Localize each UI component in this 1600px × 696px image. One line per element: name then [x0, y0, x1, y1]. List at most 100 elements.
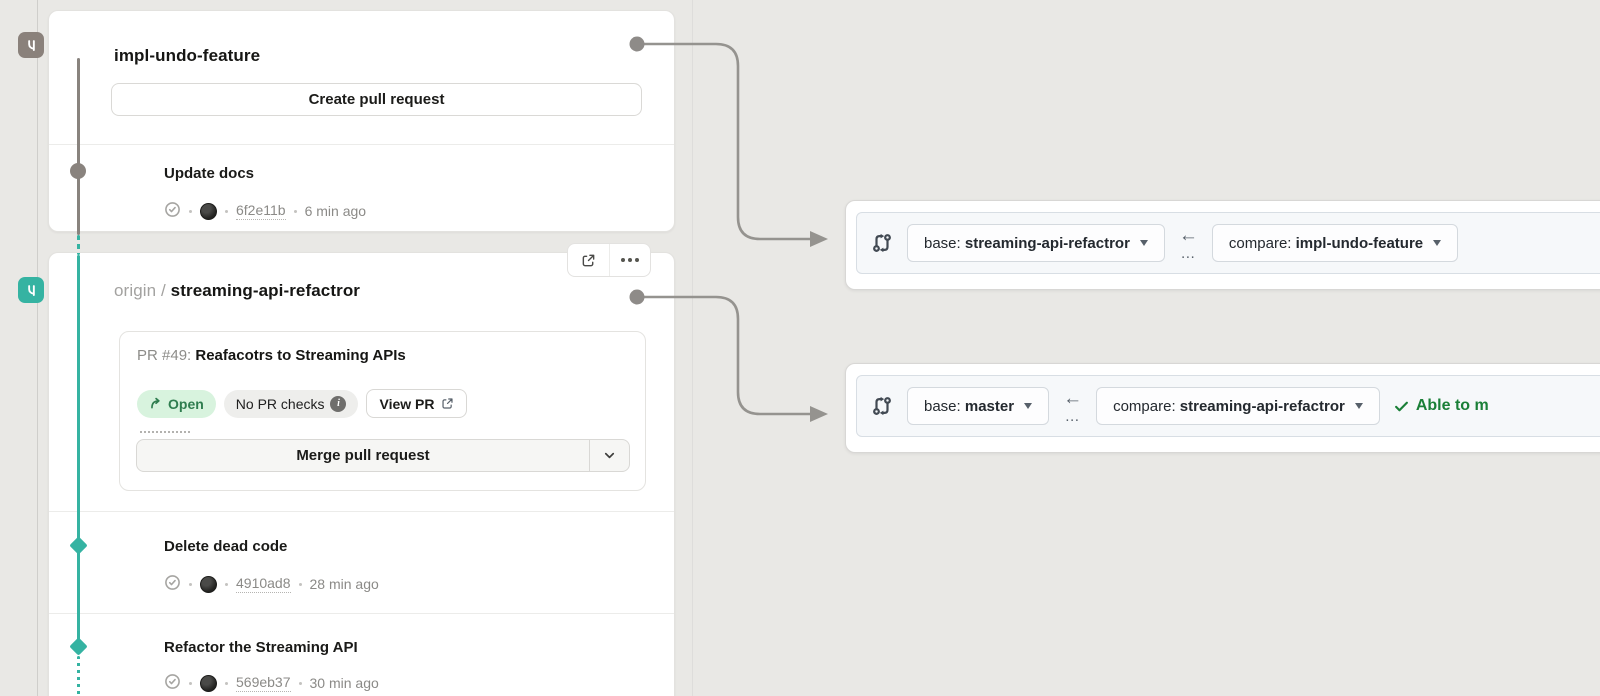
git-compare-icon — [873, 396, 891, 416]
more-options-button[interactable] — [608, 244, 651, 276]
branch-name-text: streaming-api-refactror — [170, 281, 361, 300]
base-branch-name: master — [964, 397, 1015, 415]
base-branch-dropdown[interactable]: base: streaming-api-refactror — [907, 224, 1165, 262]
branch-name[interactable]: impl-undo-feature — [114, 46, 261, 65]
external-link-icon — [442, 398, 454, 409]
commit-hash-link[interactable]: 6f2e11b — [236, 202, 286, 220]
kebab-menu-icon — [620, 258, 639, 262]
commit-hash-link[interactable]: 569eb37 — [236, 674, 291, 692]
lane-right-border — [692, 0, 693, 696]
commit-line-teal-dashed — [77, 235, 80, 255]
external-link-icon — [582, 254, 595, 266]
commit-meta: 6f2e11b 6 min ago — [164, 201, 366, 221]
compare-range-box: base: master ← … compare: streaming-api-… — [856, 375, 1600, 437]
range-dots: … — [1180, 244, 1197, 262]
commit-meta: 4910ad8 28 min ago — [164, 574, 379, 594]
commit-time: 30 min ago — [309, 675, 379, 691]
pr-title: PR #49: Reafacotrs to Streaming APIs — [137, 347, 406, 364]
compare-branch-dropdown[interactable]: compare: impl-undo-feature — [1211, 224, 1459, 262]
compare-branch-name: streaming-api-refactror — [1179, 397, 1345, 415]
commit-title[interactable]: Refactor the Streaming API — [164, 639, 358, 656]
check-icon — [1394, 401, 1408, 411]
author-avatar — [200, 202, 217, 220]
merge-pull-request-button[interactable]: Merge pull request — [136, 439, 630, 472]
commit-time: 28 min ago — [309, 576, 379, 592]
pr-status-badge[interactable]: Open — [137, 389, 216, 418]
view-pr-label: View PR — [379, 395, 435, 412]
view-pr-button[interactable]: View PR — [366, 389, 468, 418]
range-direction: ← … — [1063, 389, 1082, 424]
pr-number-label: PR #49: — [137, 347, 196, 364]
caret-down-icon — [1139, 240, 1148, 246]
open-badge-dotted-underline — [140, 431, 190, 433]
pr-checks-badge: No PR checks i — [223, 389, 359, 418]
author-avatar — [200, 674, 217, 692]
range-direction: ← … — [1179, 226, 1198, 261]
divider — [49, 511, 674, 512]
git-compare-icon — [873, 233, 891, 253]
open-in-browser-button[interactable] — [568, 244, 609, 276]
commit-line-teal — [77, 255, 80, 652]
chevron-down-icon — [604, 452, 615, 459]
arrow-left-icon: ← — [1063, 387, 1083, 409]
pr-badge-row: Open No PR checks i View PR — [137, 389, 468, 418]
base-label: base: — [924, 397, 965, 415]
compare-range-box: base: streaming-api-refactror ← … compar… — [856, 212, 1600, 274]
commit-status-check-icon — [164, 201, 181, 221]
caret-down-icon — [1354, 403, 1363, 409]
commit-node-dot — [70, 163, 86, 179]
pr-status-label: Open — [168, 395, 204, 412]
caret-down-icon — [1433, 240, 1442, 246]
commit-line-teal-dotted — [77, 656, 80, 696]
merge-status: Able to m — [1394, 397, 1489, 415]
arrowhead — [810, 231, 828, 247]
pull-request-box: PR #49: Reafacotrs to Streaming APIs Ope… — [119, 331, 646, 491]
branch-icon — [18, 32, 44, 58]
commit-title[interactable]: Update docs — [164, 165, 255, 182]
separator-dot — [293, 209, 297, 213]
pr-open-icon — [151, 397, 160, 409]
branch-card-streaming-api-refactror: origin / streaming-api-refactror PR #49:… — [48, 252, 675, 696]
remote-name: origin — [114, 281, 157, 300]
branch-card-actions — [567, 243, 651, 277]
separator-dot — [298, 582, 302, 586]
commit-status-check-icon — [164, 673, 181, 693]
author-avatar — [200, 575, 217, 593]
merge-button-label: Merge pull request — [296, 447, 430, 464]
branch-name[interactable]: origin / streaming-api-refactror — [114, 281, 360, 301]
compare-bar-1: base: streaming-api-refactror ← … compar… — [845, 200, 1600, 290]
info-icon[interactable]: i — [330, 395, 347, 412]
range-dots: … — [1064, 407, 1081, 425]
compare-label: compare: — [1113, 397, 1180, 415]
compare-branch-name: impl-undo-feature — [1295, 234, 1424, 252]
caret-down-icon — [1024, 403, 1033, 409]
merge-status-text: Able to m — [1415, 397, 1489, 414]
separator-dot — [189, 582, 192, 586]
divider — [49, 144, 674, 145]
create-pull-request-button[interactable]: Create pull request — [111, 83, 642, 116]
separator-dot — [189, 681, 192, 685]
commit-line-gray — [77, 58, 80, 235]
commit-hash-link[interactable]: 4910ad8 — [236, 575, 291, 593]
separator-dot — [189, 209, 192, 213]
separator-dot — [298, 681, 302, 685]
compare-bar-2: base: master ← … compare: streaming-api-… — [845, 363, 1600, 453]
commit-status-check-icon — [164, 574, 181, 594]
commit-title[interactable]: Delete dead code — [164, 538, 288, 555]
pr-title-text: Reafacotrs to Streaming APIs — [195, 347, 406, 364]
compare-branch-dropdown[interactable]: compare: streaming-api-refactror — [1096, 387, 1380, 425]
compare-label: compare: — [1228, 234, 1296, 252]
arrowhead — [810, 406, 828, 422]
divider — [49, 613, 674, 614]
remote-separator: / — [156, 281, 171, 300]
commit-time: 6 min ago — [304, 203, 367, 219]
arrow-left-icon: ← — [1178, 224, 1198, 246]
separator-dot — [225, 582, 228, 586]
commit-meta: 569eb37 30 min ago — [164, 673, 379, 693]
separator-dot — [225, 681, 228, 685]
base-branch-name: streaming-api-refactror — [964, 234, 1130, 252]
base-branch-dropdown[interactable]: base: master — [907, 387, 1050, 425]
separator-dot — [225, 209, 228, 213]
merge-options-dropdown[interactable] — [589, 440, 629, 471]
